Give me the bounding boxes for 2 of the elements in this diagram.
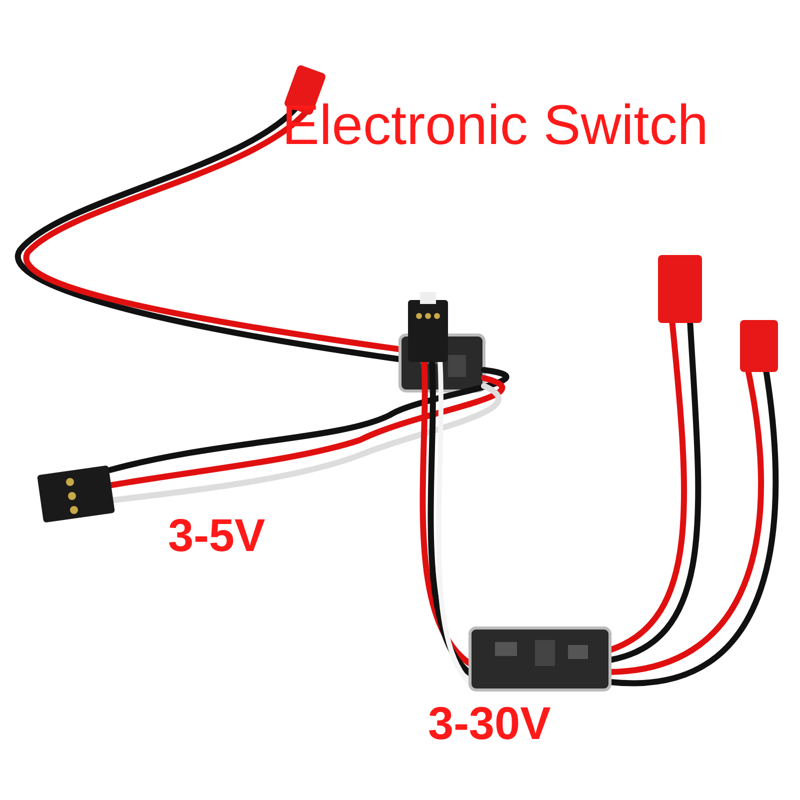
voltage-label: 3-30V bbox=[428, 696, 551, 750]
voltage-label: 3-5V bbox=[168, 508, 266, 562]
